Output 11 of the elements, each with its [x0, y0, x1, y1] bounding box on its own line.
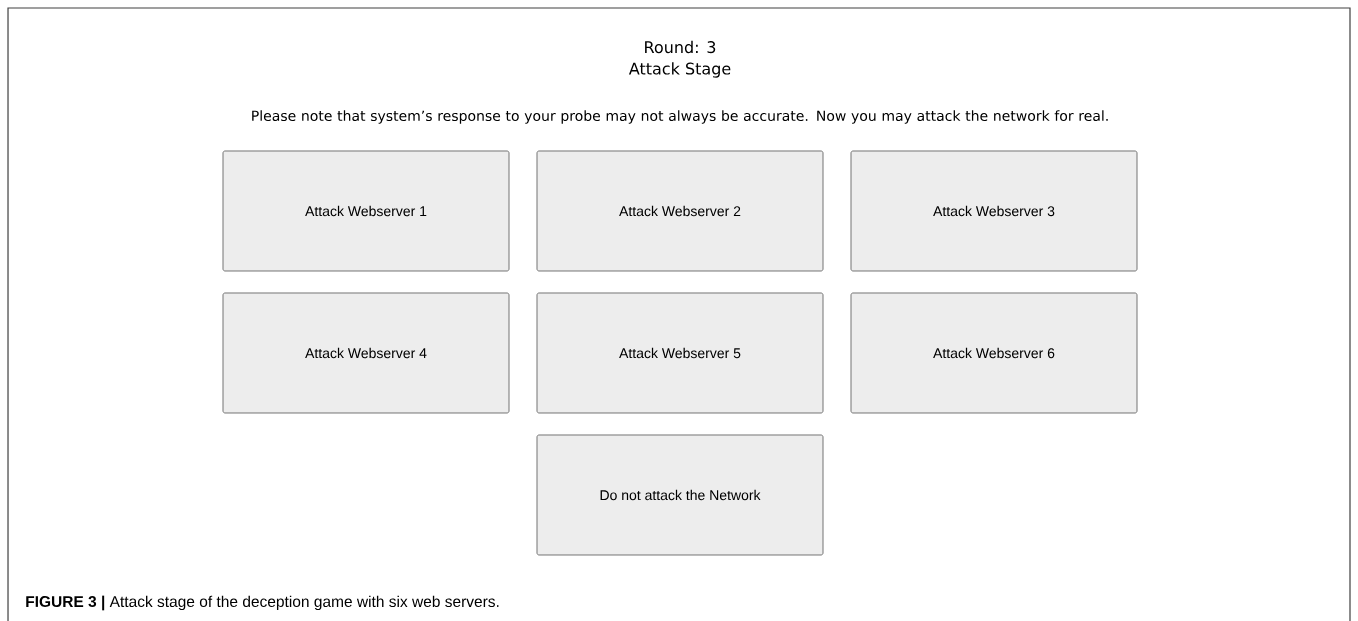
instruction-text: Please note that system’s response to your probe may not always be accurate. Now you may attack the network for real. [252, 110, 1108, 124]
attack-button: Attack Webserver 3 [850, 150, 1138, 272]
attack-button: Attack Webserver 4 [222, 292, 510, 414]
heading: Round: 3 [645, 40, 716, 54]
attack-button: Attack Webserver 6 [850, 292, 1138, 414]
figure-caption: FIGURE 3 | Attack stage of the deception game with six web servers. [26, 595, 499, 611]
attack-button: Attack Webserver 5 [536, 292, 824, 414]
attack-button: Attack Webserver 1 [222, 150, 510, 272]
heading: Attack Stage [628, 62, 731, 78]
attack-button: Do not attack the Network [536, 434, 824, 556]
attack-button: Attack Webserver 2 [536, 150, 824, 272]
